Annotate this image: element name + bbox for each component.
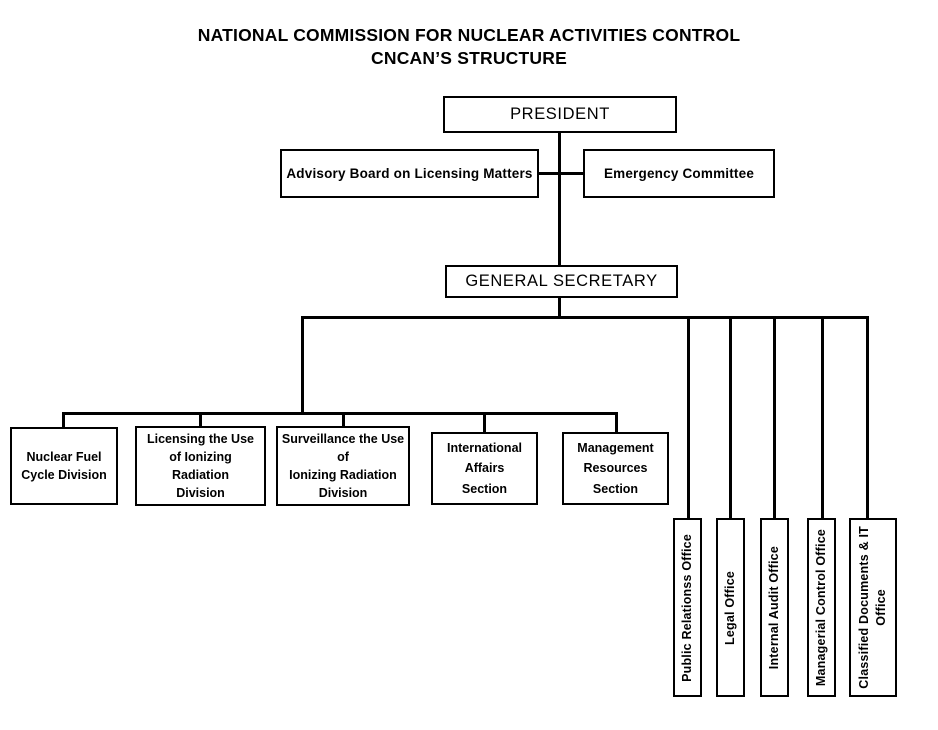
node-division-surveillance-ionizing-radiation-label: Surveillance the Use of Ionizing Radiati…: [281, 431, 405, 501]
node-emergency-committee[interactable]: Emergency Committee: [583, 149, 775, 198]
node-division-nuclear-fuel-cycle[interactable]: Nuclear Fuel Cycle Division: [10, 427, 118, 505]
node-office-legal-label: Legal Office: [723, 570, 738, 645]
connector-trunk-to-divisions-bus: [301, 316, 304, 414]
connector-drop-office-3: [773, 316, 776, 520]
connector-drop-division-5: [615, 412, 618, 432]
node-president-label: PRESIDENT: [510, 104, 610, 123]
node-office-managerial-control[interactable]: Managerial Control Office: [807, 518, 836, 697]
connector-divisions-bus: [62, 412, 618, 415]
connector-drop-office-4: [821, 316, 824, 520]
node-section-international-affairs[interactable]: International Affairs Section: [431, 432, 538, 505]
node-office-public-relations-label: Public Relationss Office: [680, 533, 695, 682]
node-division-licensing-ionizing-radiation-label: Licensing the Use of Ionizing Radiation …: [147, 431, 254, 501]
node-office-internal-audit-label: Internal Audit Office: [767, 545, 782, 670]
connector-president-to-secretary: [558, 132, 561, 267]
connector-drop-office-1: [687, 316, 690, 520]
node-office-legal[interactable]: Legal Office: [716, 518, 745, 697]
node-section-management-resources-label: Management Resources Section: [577, 441, 654, 496]
node-advisory-board[interactable]: Advisory Board on Licensing Matters: [280, 149, 539, 198]
node-office-classified-documents-it-label: Classified Documents & IT Office: [857, 526, 888, 689]
node-division-nuclear-fuel-cycle-label: Nuclear Fuel Cycle Division: [21, 449, 107, 482]
connector-drop-division-3: [342, 412, 345, 427]
node-section-international-affairs-label: International Affairs Section: [446, 441, 522, 496]
connector-drop-division-4: [483, 412, 486, 432]
node-office-classified-documents-it[interactable]: Classified Documents & IT Office: [849, 518, 897, 697]
connector-drop-division-1: [62, 412, 65, 428]
node-office-managerial-control-label: Managerial Control Office: [814, 528, 829, 687]
node-general-secretary[interactable]: GENERAL SECRETARY: [445, 265, 678, 298]
connector-advisory-to-trunk: [538, 172, 560, 175]
chart-title-line-1: NATIONAL COMMISSION FOR NUCLEAR ACTIVITI…: [197, 25, 741, 45]
connector-secretary-to-bus: [558, 297, 561, 318]
connector-trunk-to-emergency: [558, 172, 585, 175]
chart-title-line-2: CNCAN’S STRUCTURE: [371, 48, 567, 68]
node-general-secretary-label: GENERAL SECRETARY: [465, 271, 658, 290]
node-office-public-relations[interactable]: Public Relationss Office: [673, 518, 702, 697]
node-division-surveillance-ionizing-radiation[interactable]: Surveillance the Use of Ionizing Radiati…: [276, 426, 410, 506]
node-section-management-resources[interactable]: Management Resources Section: [562, 432, 669, 505]
connector-drop-division-2: [199, 412, 202, 427]
node-advisory-board-label: Advisory Board on Licensing Matters: [286, 165, 533, 181]
node-office-internal-audit[interactable]: Internal Audit Office: [760, 518, 789, 697]
node-emergency-committee-label: Emergency Committee: [603, 165, 755, 181]
connector-top-bus: [301, 316, 868, 319]
connector-drop-office-2: [729, 316, 732, 520]
node-president[interactable]: PRESIDENT: [443, 96, 677, 133]
node-division-licensing-ionizing-radiation[interactable]: Licensing the Use of Ionizing Radiation …: [135, 426, 266, 506]
connector-drop-office-5: [866, 316, 869, 520]
